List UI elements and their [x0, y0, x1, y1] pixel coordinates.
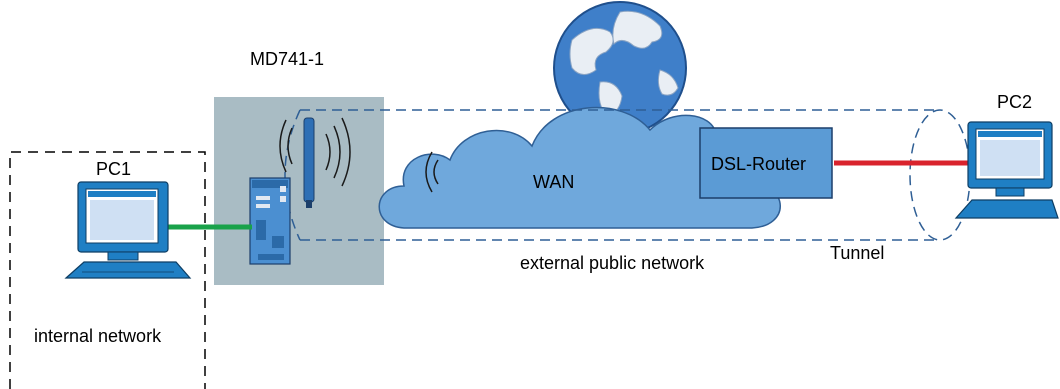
- dsl-router-box: [699, 127, 833, 199]
- wifi-waves-icon: [425, 151, 439, 193]
- pc2-label: PC2: [997, 92, 1032, 112]
- wan-label: WAN: [533, 172, 574, 192]
- internal-network-label: internal network: [34, 326, 162, 346]
- tunnel-label: Tunnel: [830, 243, 884, 263]
- router-device-icon: [249, 177, 291, 265]
- external-network-label: external public network: [520, 253, 705, 273]
- dsl-router-label: DSL-Router: [711, 154, 806, 174]
- internal-network-boundary: [9, 151, 206, 389]
- pc1-label: PC1: [96, 159, 131, 179]
- device-label: MD741-1: [250, 49, 324, 69]
- antenna-waves-icon: [279, 117, 351, 187]
- antenna-icon: [303, 117, 315, 208]
- pc-icon: [64, 181, 192, 279]
- globe-icon: [553, 1, 687, 135]
- device-panel: [214, 97, 384, 285]
- pc-icon: [954, 121, 1059, 219]
